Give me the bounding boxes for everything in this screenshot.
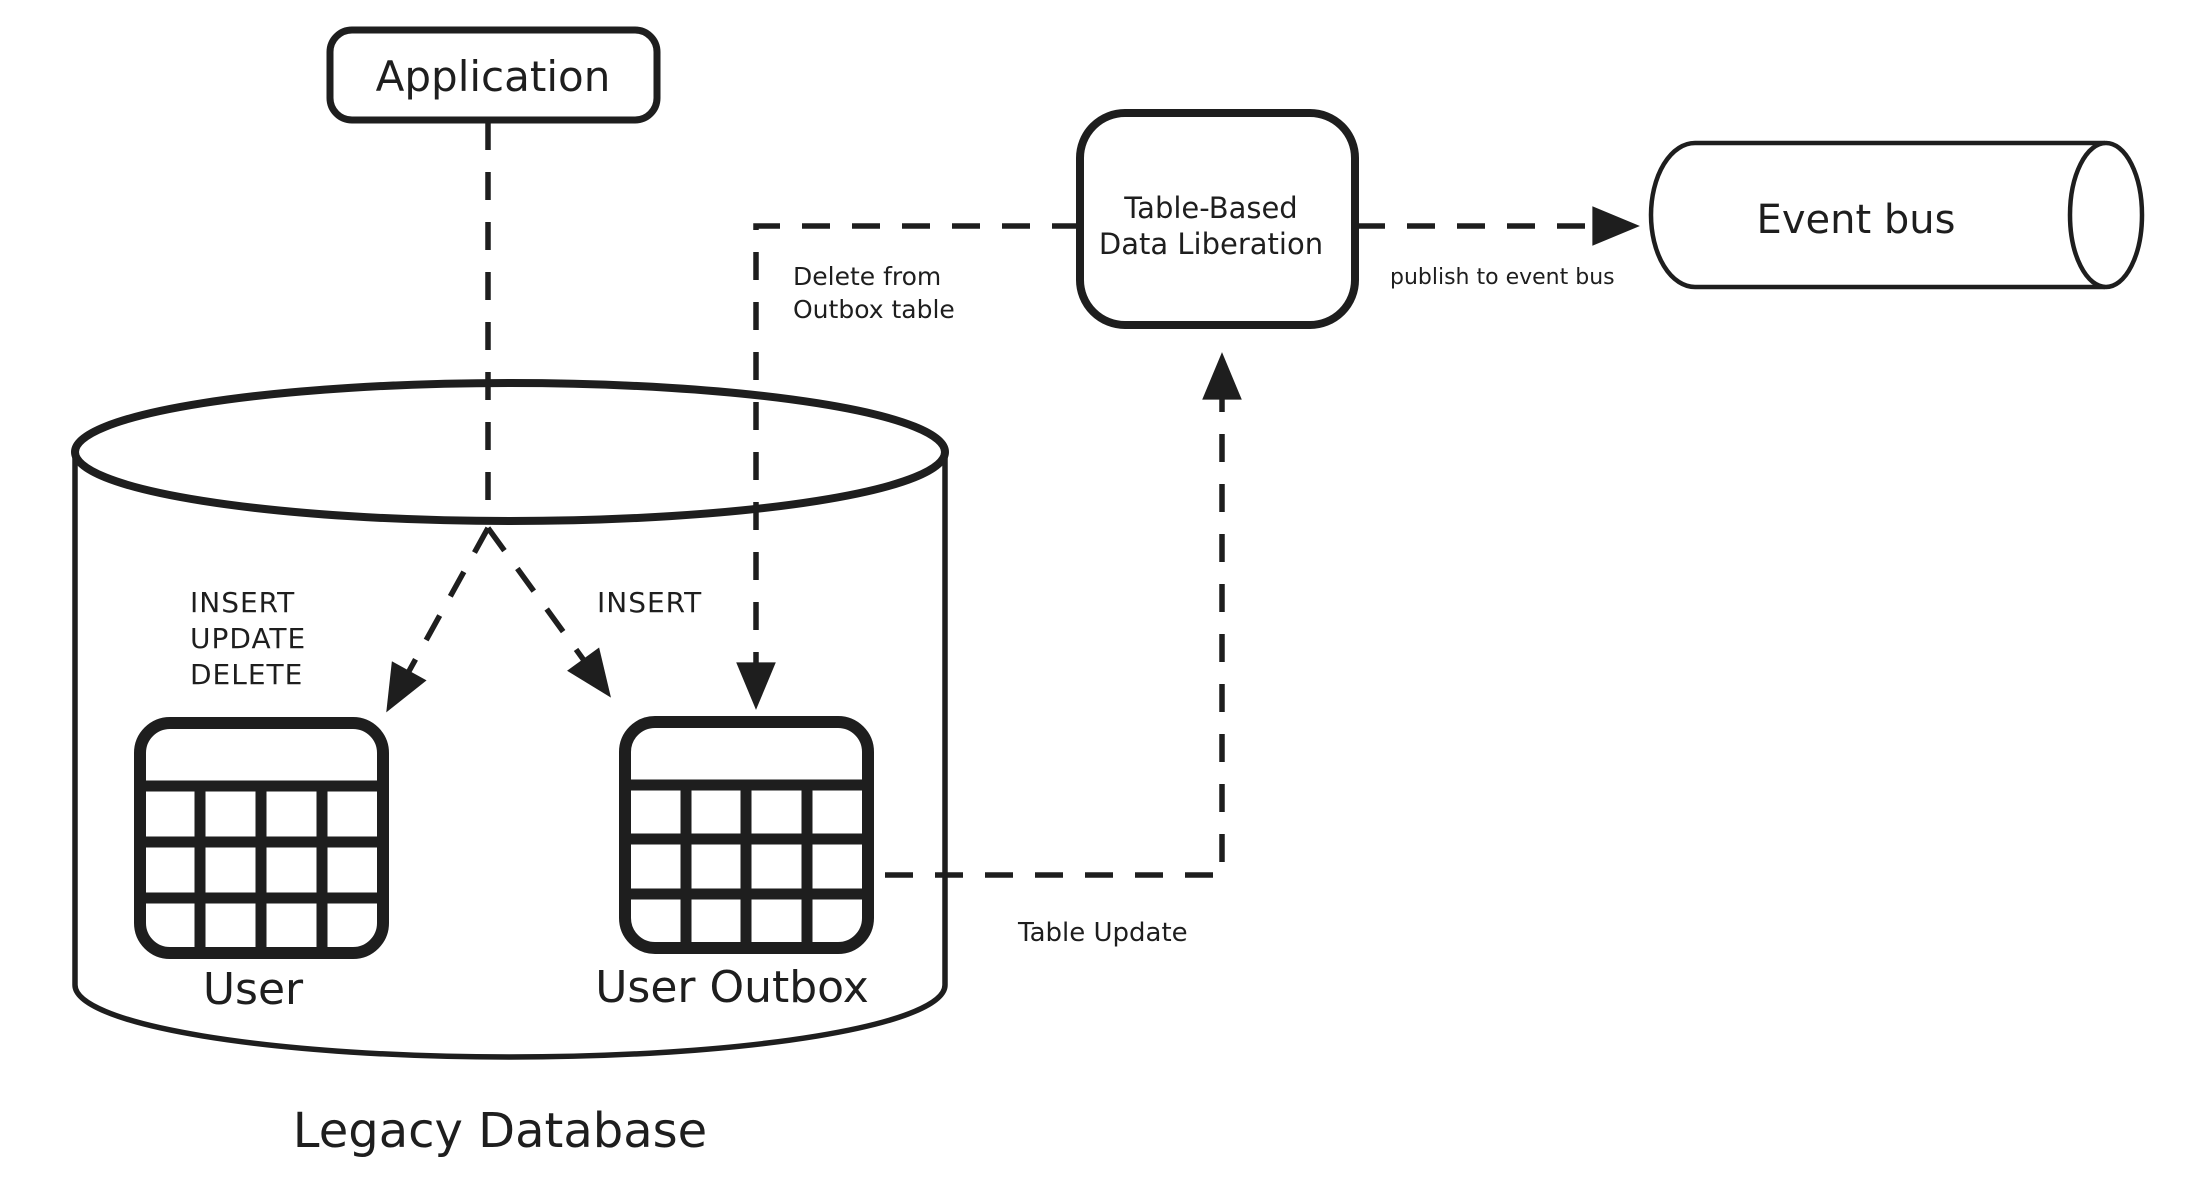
application-label: Application — [376, 52, 611, 101]
event-bus-cylinder-body — [1648, 140, 2105, 290]
delete-label-line1: Delete from — [793, 262, 941, 291]
table-update-arrow — [885, 352, 1242, 878]
ops-label-insert: INSERT — [190, 586, 295, 619]
app-to-user-ops-label: INSERT UPDATE DELETE — [190, 586, 306, 691]
application-node: Application — [326, 26, 661, 124]
liberation-box — [1076, 109, 1359, 329]
database-cylinder-top — [71, 379, 949, 525]
event-bus-label: Event bus — [1757, 197, 1956, 243]
database-label: Legacy Database — [293, 1103, 707, 1159]
app-to-user-arrow — [386, 526, 491, 713]
delete-from-outbox-arrow — [736, 223, 1080, 710]
app-to-outbox-arrow — [485, 526, 611, 698]
application-box — [326, 26, 661, 124]
insert-label: INSERT — [597, 586, 702, 619]
user-table-label: User — [203, 964, 304, 1015]
liberation-label-line1: Table-Based — [1123, 191, 1297, 225]
outbox-table-label: User Outbox — [595, 962, 869, 1013]
user-table-grid — [140, 780, 383, 953]
outbox-table-grid — [625, 779, 868, 948]
liberation-node: Table-Based Data Liberation — [1076, 109, 1359, 329]
delete-from-outbox-label: Delete from Outbox table — [793, 262, 955, 324]
user-table-icon: User — [134, 717, 389, 1015]
table-update-label: Table Update — [1017, 918, 1188, 948]
delete-label-line2: Outbox table — [793, 295, 955, 324]
event-bus-node: Event bus — [1648, 140, 2145, 290]
event-bus-cylinder-end — [2067, 140, 2145, 290]
liberation-label-line2: Data Liberation — [1099, 227, 1323, 261]
ops-label-update: UPDATE — [190, 622, 306, 655]
publish-label: publish to event bus — [1390, 265, 1615, 290]
ops-label-delete: DELETE — [190, 658, 303, 691]
outbox-table-icon: User Outbox — [595, 716, 874, 1013]
